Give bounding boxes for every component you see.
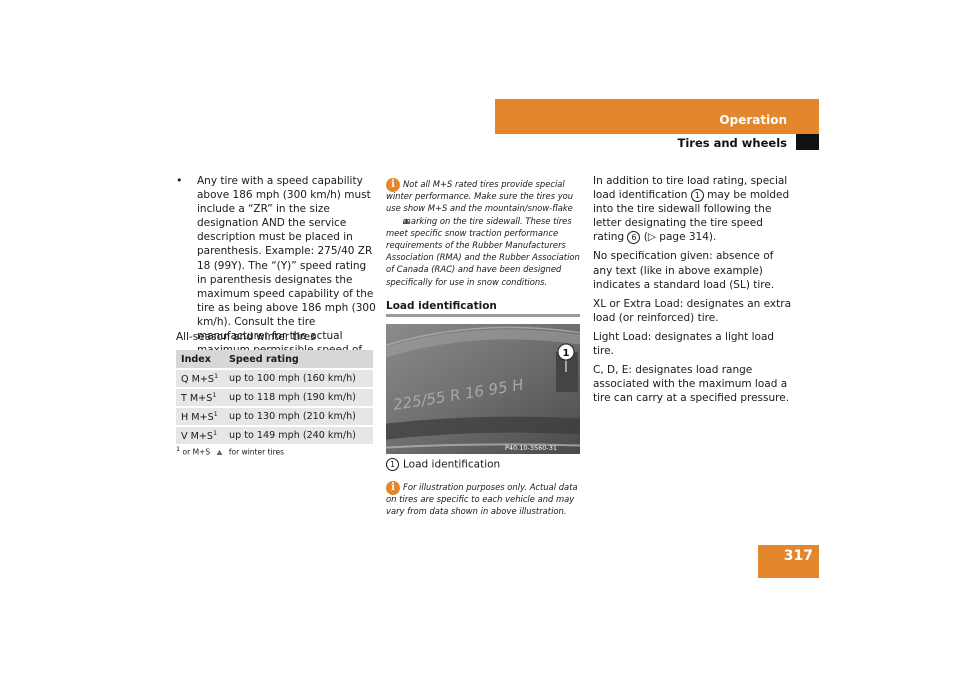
allseason-label: All-season and winter tires — [176, 331, 316, 343]
table-footnote: 1 or M+S ⛰ for winter tires — [176, 445, 285, 457]
load-rating-text: In addition to tire load rating, special… — [593, 174, 793, 410]
snowflake-icon: ⛰ — [216, 447, 223, 457]
table-row: V M+S1 up to 149 mph (240 km/h) — [176, 426, 373, 446]
load-identification-heading: Load identification — [386, 300, 497, 312]
paragraph: Light Load: designates a light load tire… — [593, 330, 775, 358]
table-header-row: Index Speed rating — [176, 350, 373, 370]
paragraph: C, D, E: designates load range associate… — [593, 364, 790, 405]
tire-sidewall-photo: 225/55 R 16 95 H 1 — [386, 324, 580, 454]
page-number-box — [758, 545, 819, 578]
tire-illustration: 225/55 R 16 95 H 1 — [386, 324, 580, 454]
table-cell-rating: up to 149 mph (240 km/h) — [224, 426, 373, 446]
table-header-index: Index — [176, 350, 224, 370]
section-title: Operation — [719, 113, 787, 127]
paragraph: In addition to tire load rating, special… — [593, 175, 790, 244]
bullet-icon: • — [176, 174, 183, 187]
info-icon: i — [386, 481, 400, 495]
paragraph: No specification given: absence of any t… — [593, 250, 775, 291]
table-cell-index: T M+S1 — [176, 388, 224, 408]
table-row: T M+S1 up to 118 mph (190 km/h) — [176, 388, 373, 408]
table-cell-index: Q M+S1 — [176, 369, 224, 389]
ref-number: 6 — [627, 230, 641, 244]
header-bar — [495, 99, 819, 134]
illustration-note: For illustration purposes only. Actual d… — [386, 482, 578, 517]
ref-number: 1 — [690, 188, 704, 202]
winter-tire-note: Not all M+S rated tires provide special … — [386, 179, 580, 287]
info-icon: i — [386, 178, 400, 192]
table-cell-index: V M+S1 — [176, 426, 224, 446]
heading-rule — [386, 314, 580, 317]
caption-number: 1 — [386, 458, 399, 471]
table-row: H M+S1 up to 130 mph (210 km/h) — [176, 407, 373, 427]
speed-rating-table: Index Speed rating Q M+S1 up to 100 mph … — [176, 350, 373, 446]
page-link[interactable]: (▷ page 314). — [643, 231, 717, 244]
header-marker — [796, 134, 819, 150]
paragraph: XL or Extra Load: designates an extra lo… — [593, 297, 792, 324]
table-cell-rating: up to 118 mph (190 km/h) — [224, 388, 373, 408]
table-cell-rating: up to 130 mph (210 km/h) — [224, 407, 373, 427]
photo-callout-1: 1 — [563, 348, 570, 359]
table-cell-rating: up to 100 mph (160 km/h) — [224, 369, 373, 389]
table-row: Q M+S1 up to 100 mph (160 km/h) — [176, 369, 373, 389]
page-number: 317 — [783, 548, 813, 564]
snowflake-icon: ⛰ — [403, 215, 411, 226]
photo-code: P40.10-3560-31 — [505, 444, 558, 452]
subsection-title: Tires and wheels — [677, 136, 788, 150]
table-cell-index: H M+S1 — [176, 407, 224, 427]
table-header-speed: Speed rating — [224, 350, 373, 370]
